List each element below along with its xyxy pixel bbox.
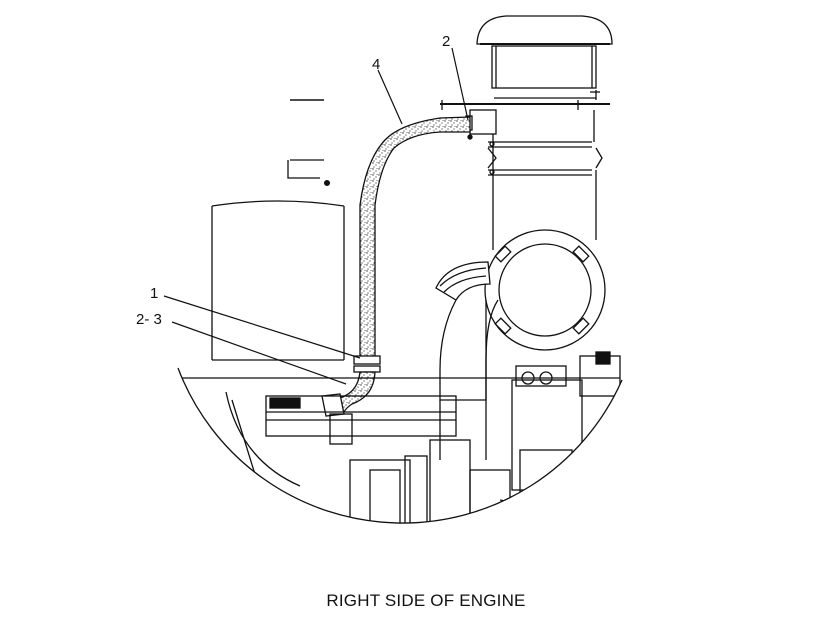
hose-elbow (321, 371, 376, 417)
callout-2-3: 2- 3 (136, 311, 162, 328)
callout-1: 1 (150, 285, 158, 302)
round-housing (484, 229, 606, 351)
detail-circle-outline (177, 367, 623, 524)
mounting-bracket (440, 90, 610, 110)
diagram-caption: RIGHT SIDE OF ENGINE (326, 591, 526, 610)
leader-lines (163, 47, 469, 385)
callout-4: 4 (372, 56, 380, 73)
turbo-inlet-pipe (435, 261, 499, 460)
engine-block (180, 351, 621, 524)
fuel-tank (211, 200, 345, 361)
callout-2: 2 (442, 33, 450, 50)
intake-hose (353, 116, 471, 373)
air-cleaner-body (487, 110, 603, 250)
upper-bracket (287, 99, 331, 187)
air-cleaner-cap (476, 15, 613, 89)
